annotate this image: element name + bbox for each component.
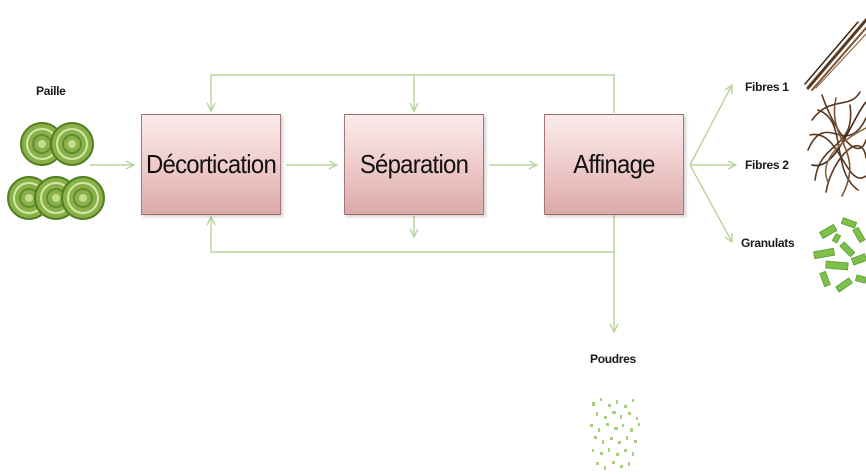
arrow-to-fibres-1 <box>689 85 732 166</box>
step-affinage: Affinage <box>544 114 684 215</box>
output-label-granulats: Granulats <box>741 236 795 250</box>
step-separation-label: Séparation <box>359 149 469 179</box>
fibres-1-icon <box>804 18 866 91</box>
poudres-icon <box>590 398 640 470</box>
output-label-poudres: Poudres <box>590 352 636 366</box>
step-decortication-label: Décortication <box>145 149 277 179</box>
step-decortication: Décortication <box>141 114 281 215</box>
output-label-fibres-1: Fibres 1 <box>745 80 789 94</box>
recycle-loop-top <box>211 74 615 113</box>
flow-arrows <box>90 74 736 332</box>
output-label-fibres-2: Fibres 2 <box>745 158 789 172</box>
step-separation: Séparation <box>344 114 484 215</box>
granulats-icon <box>813 217 866 293</box>
fibres-2-icon <box>807 91 866 197</box>
input-label: Paille <box>36 84 66 98</box>
recycle-loop-bottom <box>211 214 615 253</box>
step-affinage-label: Affinage <box>573 149 655 179</box>
straw-bales-icon <box>7 122 105 220</box>
arrow-to-granulats <box>689 164 732 242</box>
